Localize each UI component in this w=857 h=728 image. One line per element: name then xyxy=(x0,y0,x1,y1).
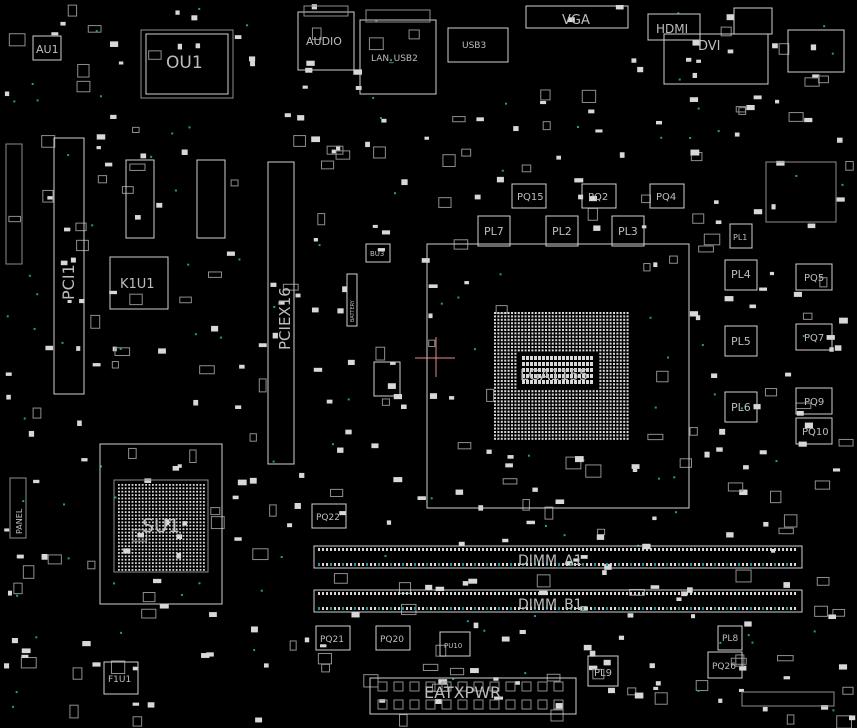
pq4-mosfet: PQ4 xyxy=(649,183,685,209)
dimm-a1-slot: DIMM_A1 xyxy=(313,545,803,569)
svg-text:PQ21: PQ21 xyxy=(320,635,344,645)
vga-label: VGA xyxy=(562,13,590,28)
pl7-inductor: PL7 xyxy=(477,215,511,247)
pciex16-slot: PCIEX16 xyxy=(267,161,295,465)
svg-text:PQ9: PQ9 xyxy=(804,397,824,408)
pl6-inductor: PL6 xyxy=(724,391,758,423)
pciex16-label: PCIEX16 xyxy=(276,287,294,350)
svg-text:PU10: PU10 xyxy=(444,642,462,650)
svg-text:PQ20: PQ20 xyxy=(380,635,404,645)
bu3-label: BU3 xyxy=(370,250,384,258)
board-passives-layer xyxy=(4,4,856,728)
lan-label: LAN_USB2 xyxy=(371,54,418,64)
usb-stack-right xyxy=(787,29,845,73)
svg-text:PL2: PL2 xyxy=(552,225,572,238)
hdmi-connector: HDMI xyxy=(647,13,701,41)
cpu-pad-grid xyxy=(494,312,629,440)
svg-text:PQ26: PQ26 xyxy=(712,662,736,672)
bottom-right-header xyxy=(741,691,835,707)
svg-text:PANEL: PANEL xyxy=(15,508,24,534)
pq9-mosfet: PQ9 xyxy=(795,387,833,415)
eatxpwr-connector: EATXPWR xyxy=(369,677,577,715)
cpu-socket: LGA1155 xyxy=(415,243,690,509)
svg-text:PQ22: PQ22 xyxy=(316,513,340,523)
panel-header: PANEL xyxy=(9,477,27,539)
pq2-mosfet: PQ2 xyxy=(581,183,617,209)
dimm-b1-label: DIMM_B1 xyxy=(518,597,583,613)
hdmi-label: HDMI xyxy=(656,22,688,36)
svg-text:PQ15: PQ15 xyxy=(517,192,544,203)
f1u1-chip: F1U1 xyxy=(103,661,139,695)
dvi-label: DVI xyxy=(698,39,721,54)
svg-text:PL8: PL8 xyxy=(722,634,738,644)
svg-text:PL4: PL4 xyxy=(731,268,751,281)
chipset-su1: SU1 xyxy=(99,443,223,605)
pq15-mosfet: PQ15 xyxy=(511,183,547,209)
lan-usb-connector: LAN_USB2 xyxy=(359,9,437,95)
pq22-mosfet: PQ22 xyxy=(311,503,347,529)
eatxpwr-label: EATXPWR xyxy=(424,683,501,702)
svg-text:PQ4: PQ4 xyxy=(656,192,676,203)
svg-text:PQ10: PQ10 xyxy=(802,427,829,438)
battery-label: BATTERY xyxy=(350,299,356,322)
dimm-chip-2 xyxy=(196,159,226,239)
pl3-inductor: PL3 xyxy=(611,215,645,247)
dvi-connector: DVI xyxy=(663,33,769,85)
svg-text:PL7: PL7 xyxy=(484,225,504,238)
ou1-label: OU1 xyxy=(166,53,203,73)
lga-label: LGA1155 xyxy=(520,366,588,384)
audio-connector: AUDIO xyxy=(297,5,355,71)
svg-text:F1U1: F1U1 xyxy=(108,675,131,685)
pq18-mosfet xyxy=(373,361,401,397)
pl9-inductor: PL9 xyxy=(587,655,619,687)
su1-label: SU1 xyxy=(142,515,180,537)
svg-text:PL5: PL5 xyxy=(731,335,751,348)
chipset-pad-grid xyxy=(118,484,205,571)
svg-text:PL6: PL6 xyxy=(731,401,751,414)
pq5-mosfet: PQ5 xyxy=(795,263,833,291)
battery: BATTERY xyxy=(346,273,358,327)
pl1-inductor: PL1 xyxy=(729,223,753,249)
pq21-mosfet: PQ21 xyxy=(315,625,351,651)
pq7-mosfet: PQ7 xyxy=(795,323,833,351)
pq10-mosfet: PQ10 xyxy=(795,417,833,445)
super-io-chip xyxy=(765,161,837,223)
pu10-chip: PU10 xyxy=(439,631,471,657)
pl2-inductor: PL2 xyxy=(545,215,579,247)
k1u1-chip: K1U1 xyxy=(109,256,169,310)
pci1-slot: PCI1 xyxy=(53,137,85,395)
ou1-chip: OU1 xyxy=(140,29,234,99)
dimm-a1-label: DIMM_A1 xyxy=(518,553,583,569)
svg-text:PL1: PL1 xyxy=(733,233,747,242)
k1u1-label: K1U1 xyxy=(120,277,155,292)
pl8-inductor: PL8 xyxy=(717,625,743,651)
vga-connector: VGA xyxy=(525,5,629,29)
audio-label: AUDIO xyxy=(306,35,342,48)
usb-label: USB3 xyxy=(462,41,486,51)
dimm-b1-slot: DIMM_B1 xyxy=(313,589,803,613)
svg-text:PQ7: PQ7 xyxy=(804,333,824,344)
au1-label: AU1 xyxy=(36,43,59,56)
pl5-inductor: PL5 xyxy=(724,325,758,357)
pci1-label: PCI1 xyxy=(59,264,78,300)
bu3-chip: BU3 xyxy=(365,243,391,263)
usb-connector: USB3 xyxy=(447,27,509,63)
dimm-chip-1 xyxy=(125,159,155,239)
left-header xyxy=(5,143,23,265)
pl4-inductor: PL4 xyxy=(724,259,758,291)
pq26-mosfet: PQ26 xyxy=(707,651,743,679)
cpu-center-pads xyxy=(522,356,593,384)
svg-text:PQ5: PQ5 xyxy=(804,273,824,284)
svg-text:PL9: PL9 xyxy=(594,668,612,679)
usb-stack-top-right xyxy=(733,7,773,35)
svg-text:PQ2: PQ2 xyxy=(588,192,608,203)
pq20-mosfet: PQ20 xyxy=(375,625,411,651)
audio-codec: AU1 xyxy=(32,35,62,61)
svg-text:PL3: PL3 xyxy=(618,225,638,238)
